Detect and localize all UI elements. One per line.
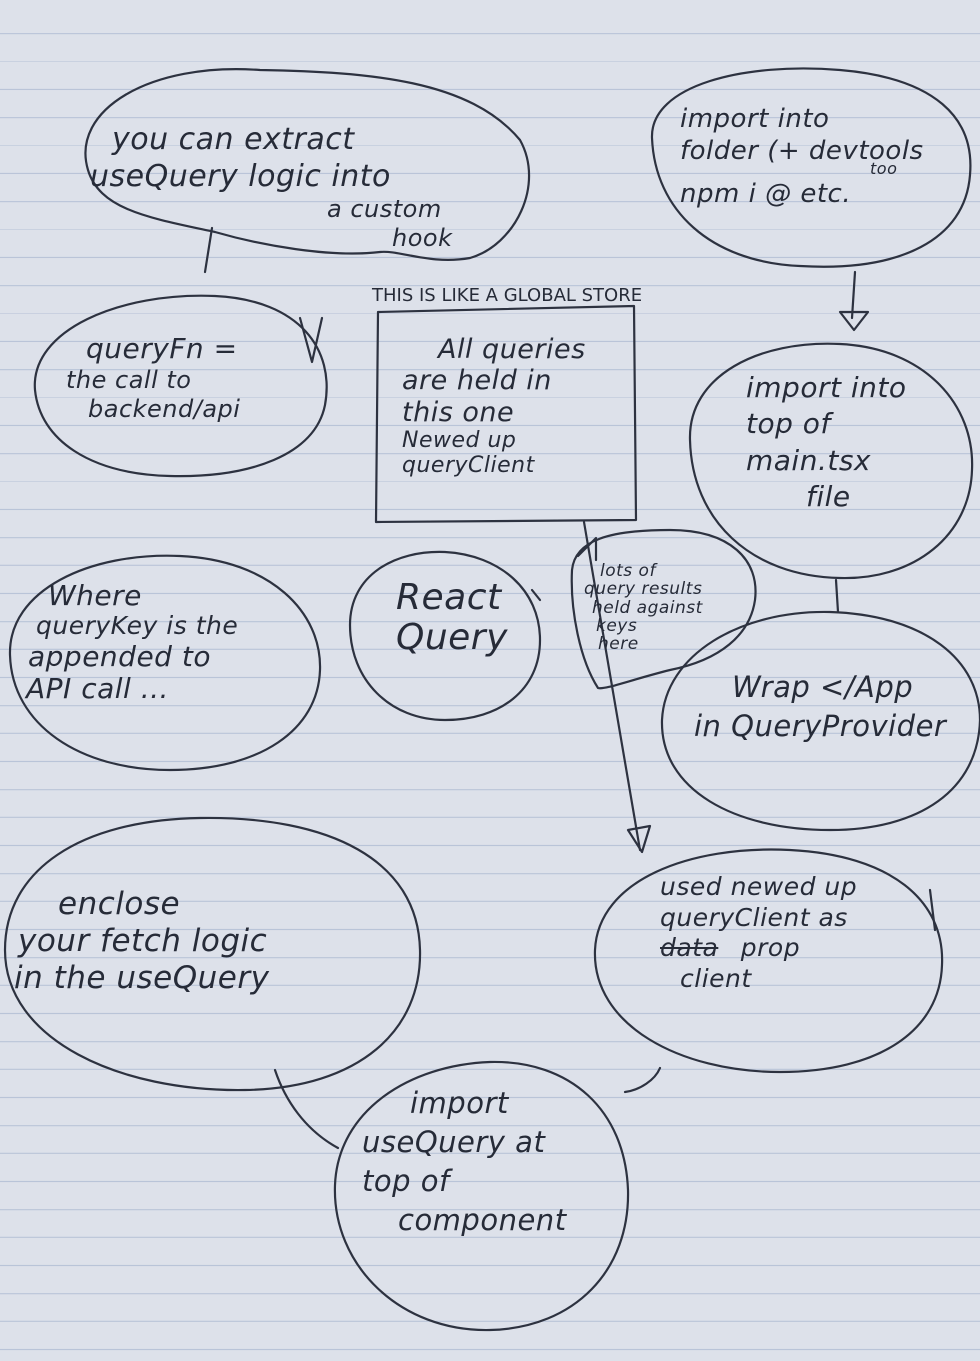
import-top-line-2: top of — [746, 407, 831, 441]
note-extract: you can extract useQuery logic into a cu… — [90, 122, 453, 254]
note-used-newed: used newed up queryClient as data prop c… — [660, 872, 857, 994]
note-wrap-app: Wrap </App in QueryProvider — [694, 668, 946, 746]
extract-line-1: you can extract — [112, 122, 355, 157]
import-folder-line-1: import into — [680, 104, 830, 134]
queryfn-line-3: backend/api — [88, 395, 241, 424]
import-usequery-line-4: component — [398, 1202, 567, 1237]
wrap-app-line-1: Wrap </App — [732, 670, 914, 704]
import-folder-line-2b: too — [870, 159, 898, 179]
import-usequery-line-3: top of — [362, 1163, 450, 1198]
extract-line-3: a custom — [327, 195, 442, 224]
note-queryclient-box: All queries are held in this one Newed u… — [402, 334, 586, 479]
react-query-line-2: Query — [396, 616, 508, 658]
connector-extract-queryfn — [203, 226, 214, 274]
bubble-import-usequery — [333, 1060, 630, 1332]
queryclient-line-5: queryClient — [402, 453, 535, 479]
enclose-line-3: in the useQuery — [14, 960, 270, 997]
lots-of-line-1: lots of — [600, 561, 656, 581]
wrap-app-line-2: in QueryProvider — [694, 709, 947, 744]
where-line-1: Where — [48, 579, 142, 612]
bubble-extract — [84, 68, 531, 261]
where-line-2: queryKey is the — [36, 611, 239, 641]
import-folder-line-2: folder (+ devtools — [680, 135, 924, 166]
note-import-top: import into top of main.tsx file — [746, 370, 906, 516]
arrowhead-folder-top — [838, 310, 870, 332]
react-query-line-1: React — [396, 577, 502, 618]
queryfn-line-2: the call to — [66, 366, 192, 395]
note-where-querykey: Where queryKey is the appended to API ca… — [26, 579, 239, 705]
connector-queryfn-mark — [298, 316, 324, 364]
used-newed-struck-data: data — [660, 933, 719, 962]
lots-of-line-3: held against — [592, 597, 703, 618]
import-top-line-4: file — [806, 480, 851, 514]
queryfn-line-1: queryFn = — [86, 332, 238, 365]
note-queryfn: queryFn = the call to backend/api — [66, 332, 240, 425]
note-lots-of: lots of query results held against keys … — [584, 562, 703, 654]
lots-of-line-4: keys — [596, 616, 638, 637]
enclose-line-2: your fetch logic — [18, 923, 268, 960]
arrowhead-lots-up — [576, 536, 598, 562]
import-folder-line-3: npm i @ etc. — [680, 178, 852, 209]
connector-react-mark — [530, 588, 542, 602]
queryclient-line-4: Newed up — [402, 427, 517, 453]
note-import-usequery: import useQuery at top of component — [362, 1084, 567, 1239]
bubble-enclose — [3, 816, 422, 1092]
bubble-react-query — [348, 550, 542, 722]
note-import-folder: import into folder (+ devtools too npm i… — [680, 104, 924, 211]
used-newed-line-1: used newed up — [660, 872, 858, 901]
lots-of-line-2: query results — [584, 579, 703, 600]
bubble-where-querykey — [8, 554, 322, 772]
bubble-queryfn — [33, 294, 328, 478]
used-newed-prop: prop — [740, 933, 801, 962]
bubble-wrap-app — [660, 610, 980, 832]
queryclient-line-3: this one — [402, 396, 515, 428]
bubble-used-newed — [593, 848, 944, 1074]
connector-top-wrap — [834, 578, 840, 614]
global-store-label: THIS IS LIKE A GLOBAL STORE — [372, 285, 643, 306]
global-store-caption: THIS IS LIKE A GLOBAL STORE — [372, 285, 642, 307]
queryclient-line-1: All queries — [438, 334, 586, 365]
bubble-import-top — [688, 342, 974, 580]
connector-box-used — [582, 520, 642, 852]
import-top-line-3: main.tsx — [746, 443, 871, 477]
import-top-line-1: import into — [746, 371, 907, 404]
arrowhead-box-used — [626, 824, 652, 854]
queryclient-line-2: are held in — [402, 365, 552, 397]
note-react-query: React Query — [396, 578, 508, 657]
connector-enclose-import — [273, 1068, 340, 1150]
extract-line-2: useQuery logic into — [90, 158, 391, 194]
connector-used-import — [623, 1066, 662, 1094]
connector-wrap-used — [928, 888, 937, 932]
import-usequery-line-1: import — [410, 1086, 509, 1120]
used-newed-line-2: queryClient as — [660, 902, 848, 932]
queryclient-box — [374, 304, 638, 524]
enclose-line-1: enclose — [58, 886, 181, 922]
where-line-4: API call ... — [26, 672, 169, 706]
extract-line-4: hook — [392, 224, 453, 253]
connector-folder-top — [850, 270, 857, 320]
bubble-lots-of — [570, 528, 757, 690]
bubble-import-folder — [650, 67, 972, 268]
import-usequery-line-2: useQuery at — [362, 1124, 546, 1159]
where-line-3: appended to — [28, 639, 211, 673]
used-newed-line-4: client — [680, 963, 752, 993]
used-newed-line-3: data prop — [660, 933, 857, 964]
lots-of-line-5: here — [598, 634, 639, 655]
note-enclose: enclose your fetch logic in the useQuery — [14, 886, 269, 998]
